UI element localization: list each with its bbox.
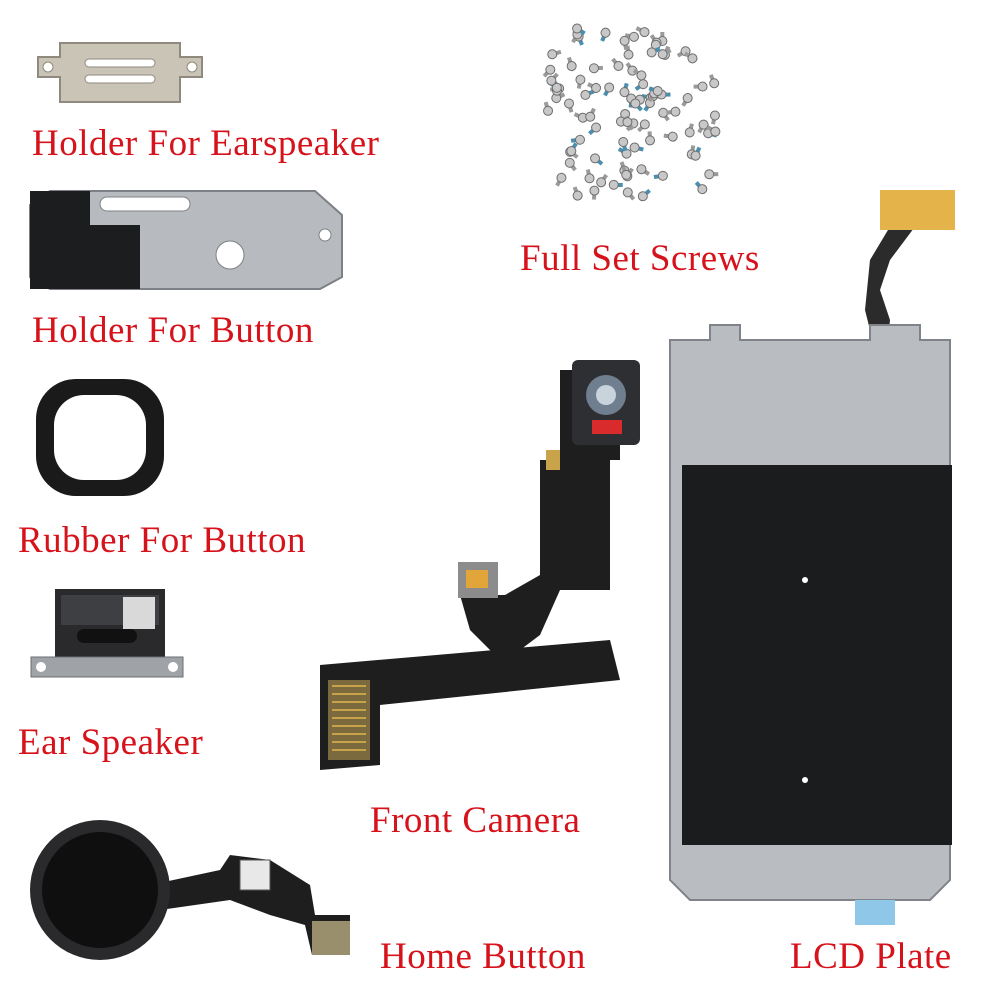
screw xyxy=(580,89,595,100)
screw xyxy=(570,134,585,145)
screw xyxy=(621,165,632,180)
screw xyxy=(645,131,656,146)
screw xyxy=(709,110,720,125)
rubber-button-image xyxy=(30,375,170,500)
ear-speaker-image xyxy=(25,585,190,685)
screw xyxy=(542,64,556,78)
screw xyxy=(683,51,698,64)
screw xyxy=(625,62,638,76)
screw xyxy=(572,186,583,201)
screw xyxy=(657,48,672,60)
screw xyxy=(603,82,615,97)
screw xyxy=(587,82,602,93)
holder-button-image xyxy=(20,185,350,295)
screw xyxy=(635,26,650,38)
screw xyxy=(637,119,650,133)
screw xyxy=(623,45,634,60)
screw xyxy=(546,72,559,86)
label-lcd-plate: LCD Plate xyxy=(790,936,952,977)
label-ear-speaker: Ear Speaker xyxy=(18,722,204,763)
screw xyxy=(564,98,575,113)
screw xyxy=(690,146,702,161)
screw xyxy=(618,136,629,152)
screw xyxy=(693,81,708,92)
screw xyxy=(646,46,661,58)
screw xyxy=(585,107,596,122)
screw xyxy=(588,122,602,136)
screw xyxy=(658,107,670,122)
label-holder-for-button: Holder For Button xyxy=(32,310,314,351)
screw xyxy=(637,188,651,202)
screw xyxy=(589,185,600,200)
screw xyxy=(622,187,636,201)
screw xyxy=(697,119,709,134)
screw xyxy=(622,117,635,131)
screw xyxy=(666,106,681,117)
screw xyxy=(706,125,721,137)
label-front-camera: Front Camera xyxy=(370,800,581,841)
screw xyxy=(564,157,577,172)
screw xyxy=(704,169,719,180)
screw xyxy=(619,82,630,98)
screw xyxy=(547,49,562,60)
screw xyxy=(555,172,567,187)
label-full-set-screws: Full Set Screws xyxy=(520,238,760,279)
screw xyxy=(566,56,577,72)
screw xyxy=(656,89,671,100)
front-camera-image xyxy=(310,350,640,780)
lcd-plate-image xyxy=(650,180,995,925)
label-home-button: Home Button xyxy=(380,936,586,977)
screw xyxy=(600,27,611,42)
screw xyxy=(632,68,647,81)
label-rubber-for-button: Rubber For Button xyxy=(18,520,307,561)
screw xyxy=(575,74,586,89)
screw xyxy=(663,131,678,142)
screw xyxy=(551,92,566,104)
screw xyxy=(608,179,623,190)
label-holder-for-earspeaker: Holder For Earspeaker xyxy=(32,123,380,164)
home-button-image xyxy=(20,815,360,965)
screw xyxy=(681,93,693,107)
screw xyxy=(572,23,586,36)
screw xyxy=(653,170,668,181)
screws-image xyxy=(540,20,730,205)
screw xyxy=(590,153,604,166)
screw xyxy=(648,86,663,97)
screw xyxy=(596,173,609,188)
screw xyxy=(543,101,554,116)
screw xyxy=(588,63,604,74)
screw xyxy=(619,35,630,51)
screw xyxy=(708,74,720,89)
screw xyxy=(694,181,708,195)
screw xyxy=(629,142,644,153)
screw xyxy=(634,79,649,91)
screw xyxy=(630,98,643,112)
screw xyxy=(636,164,651,176)
holder-earspeaker-image xyxy=(30,35,210,110)
screw xyxy=(643,97,655,112)
screw xyxy=(617,147,632,159)
screw xyxy=(684,123,695,138)
screw xyxy=(566,142,578,157)
screw xyxy=(611,57,624,71)
screw xyxy=(584,169,595,184)
